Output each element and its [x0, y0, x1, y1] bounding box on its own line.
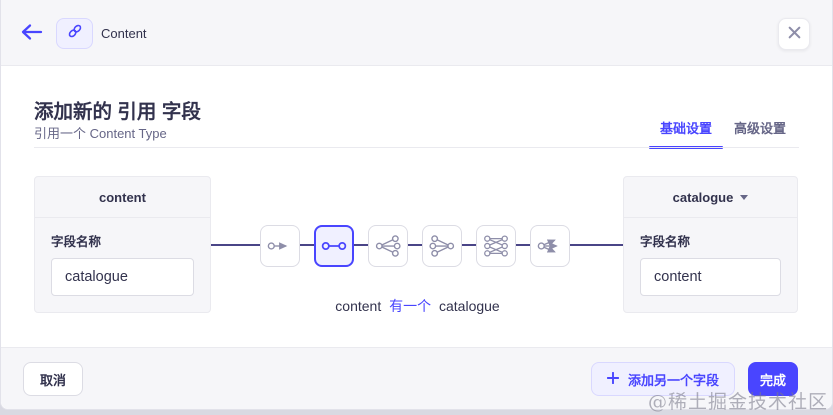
target-content-type-card: catalogue 字段名称	[623, 176, 798, 313]
arrow-left-icon	[20, 24, 44, 44]
relation-type-one-to-one-button[interactable]	[314, 225, 354, 267]
topbar-title: Content	[101, 25, 147, 41]
target-content-type-name: catalogue	[672, 189, 734, 205]
tabs-divider	[34, 147, 799, 148]
source-content-type-card: content 字段名称	[34, 176, 211, 313]
add-another-field-label: 添加另一个字段	[627, 372, 719, 388]
page-subtitle: 引用一个 Content Type	[34, 126, 167, 141]
many-to-one-icon	[427, 235, 457, 257]
close-button[interactable]	[778, 18, 810, 50]
back-button[interactable]	[19, 23, 45, 43]
relation-type-one-to-many-button[interactable]	[368, 225, 408, 267]
target-field-name-label: 字段名称	[640, 235, 691, 249]
tab-advanced-settings[interactable]: 高级设置	[723, 109, 797, 148]
page-title: 添加新的 引用 字段	[34, 101, 201, 123]
relation-sentence-verb: 有一个	[389, 298, 432, 314]
many-way-icon	[535, 235, 565, 257]
source-card-body: 字段名称	[35, 218, 210, 296]
relation-sentence-subject: content	[335, 298, 382, 314]
source-field-name-label: 字段名称	[51, 235, 102, 249]
done-button[interactable]: 完成	[747, 362, 798, 396]
link-icon	[65, 21, 85, 46]
one-way-icon	[265, 235, 295, 257]
target-field-name-input[interactable]	[640, 258, 781, 296]
tab-base-settings[interactable]: 基础设置	[648, 109, 723, 149]
relation-type-one-way-button[interactable]	[260, 225, 300, 267]
source-field-name-input[interactable]	[51, 258, 194, 296]
relation-type-many-to-one-button[interactable]	[422, 225, 462, 267]
modal-topbar: Content	[1, 0, 832, 66]
relation-sentence-object: catalogue	[439, 298, 500, 314]
source-card-header: content	[35, 177, 210, 218]
target-card-body: 字段名称	[624, 218, 797, 296]
source-content-type-name: content	[99, 189, 146, 205]
plus-icon	[606, 371, 620, 387]
many-to-many-icon	[481, 235, 511, 257]
relation-sentence: content 有一个 catalogue	[211, 296, 624, 316]
one-to-many-icon	[373, 235, 403, 257]
target-content-type-dropdown[interactable]: catalogue	[624, 177, 797, 218]
close-icon	[788, 26, 801, 42]
cancel-button[interactable]: 取消	[23, 362, 84, 396]
relation-type-badge	[56, 18, 93, 49]
one-to-one-icon	[319, 235, 349, 257]
relation-type-many-to-many-button[interactable]	[476, 225, 516, 267]
chevron-down-icon	[740, 194, 749, 200]
relation-connector-line	[211, 244, 624, 246]
modal-footer: 取消 添加另一个字段 完成	[1, 347, 832, 409]
relation-type-many-way-button[interactable]	[530, 225, 570, 267]
add-another-field-button[interactable]: 添加另一个字段	[590, 362, 735, 396]
settings-tabs: 基础设置 高级设置	[648, 109, 797, 149]
